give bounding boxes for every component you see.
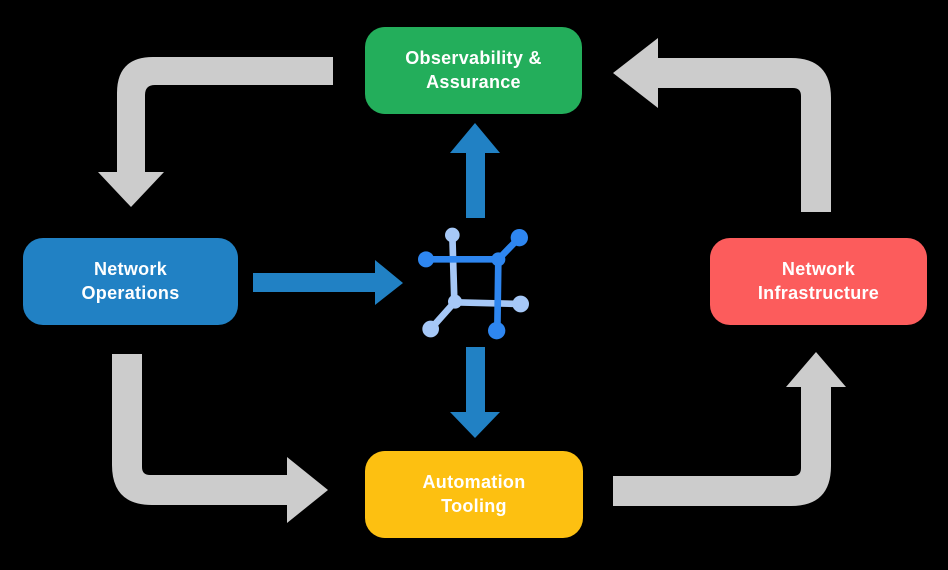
arrow-tooling-to-infrastructure bbox=[613, 352, 846, 506]
arrow-infrastructure-to-observability bbox=[613, 38, 831, 212]
node-infrastructure-label: Network Infrastructure bbox=[757, 258, 880, 303]
node-observability-label: Observability & Assurance bbox=[405, 47, 542, 92]
network-automation-icon bbox=[418, 227, 529, 340]
arrow-operations-to-tooling bbox=[112, 354, 328, 523]
node-network-infrastructure: Network Infrastructure bbox=[710, 238, 927, 325]
node-tooling-label: Automation Tooling bbox=[422, 471, 526, 516]
arrow-operations-to-center bbox=[253, 260, 403, 305]
node-automation-tooling: Automation Tooling bbox=[365, 451, 583, 538]
icon-dark-nodes bbox=[418, 229, 528, 340]
arrow-center-to-tooling bbox=[450, 347, 500, 438]
node-operations-label: Network Operations bbox=[81, 258, 180, 303]
arrow-observability-to-operations bbox=[98, 57, 333, 207]
node-network-operations: Network Operations bbox=[23, 238, 238, 325]
arrow-center-to-observability bbox=[450, 123, 500, 218]
node-observability-assurance: Observability & Assurance bbox=[365, 27, 582, 114]
icon-light-nodes bbox=[422, 227, 529, 338]
